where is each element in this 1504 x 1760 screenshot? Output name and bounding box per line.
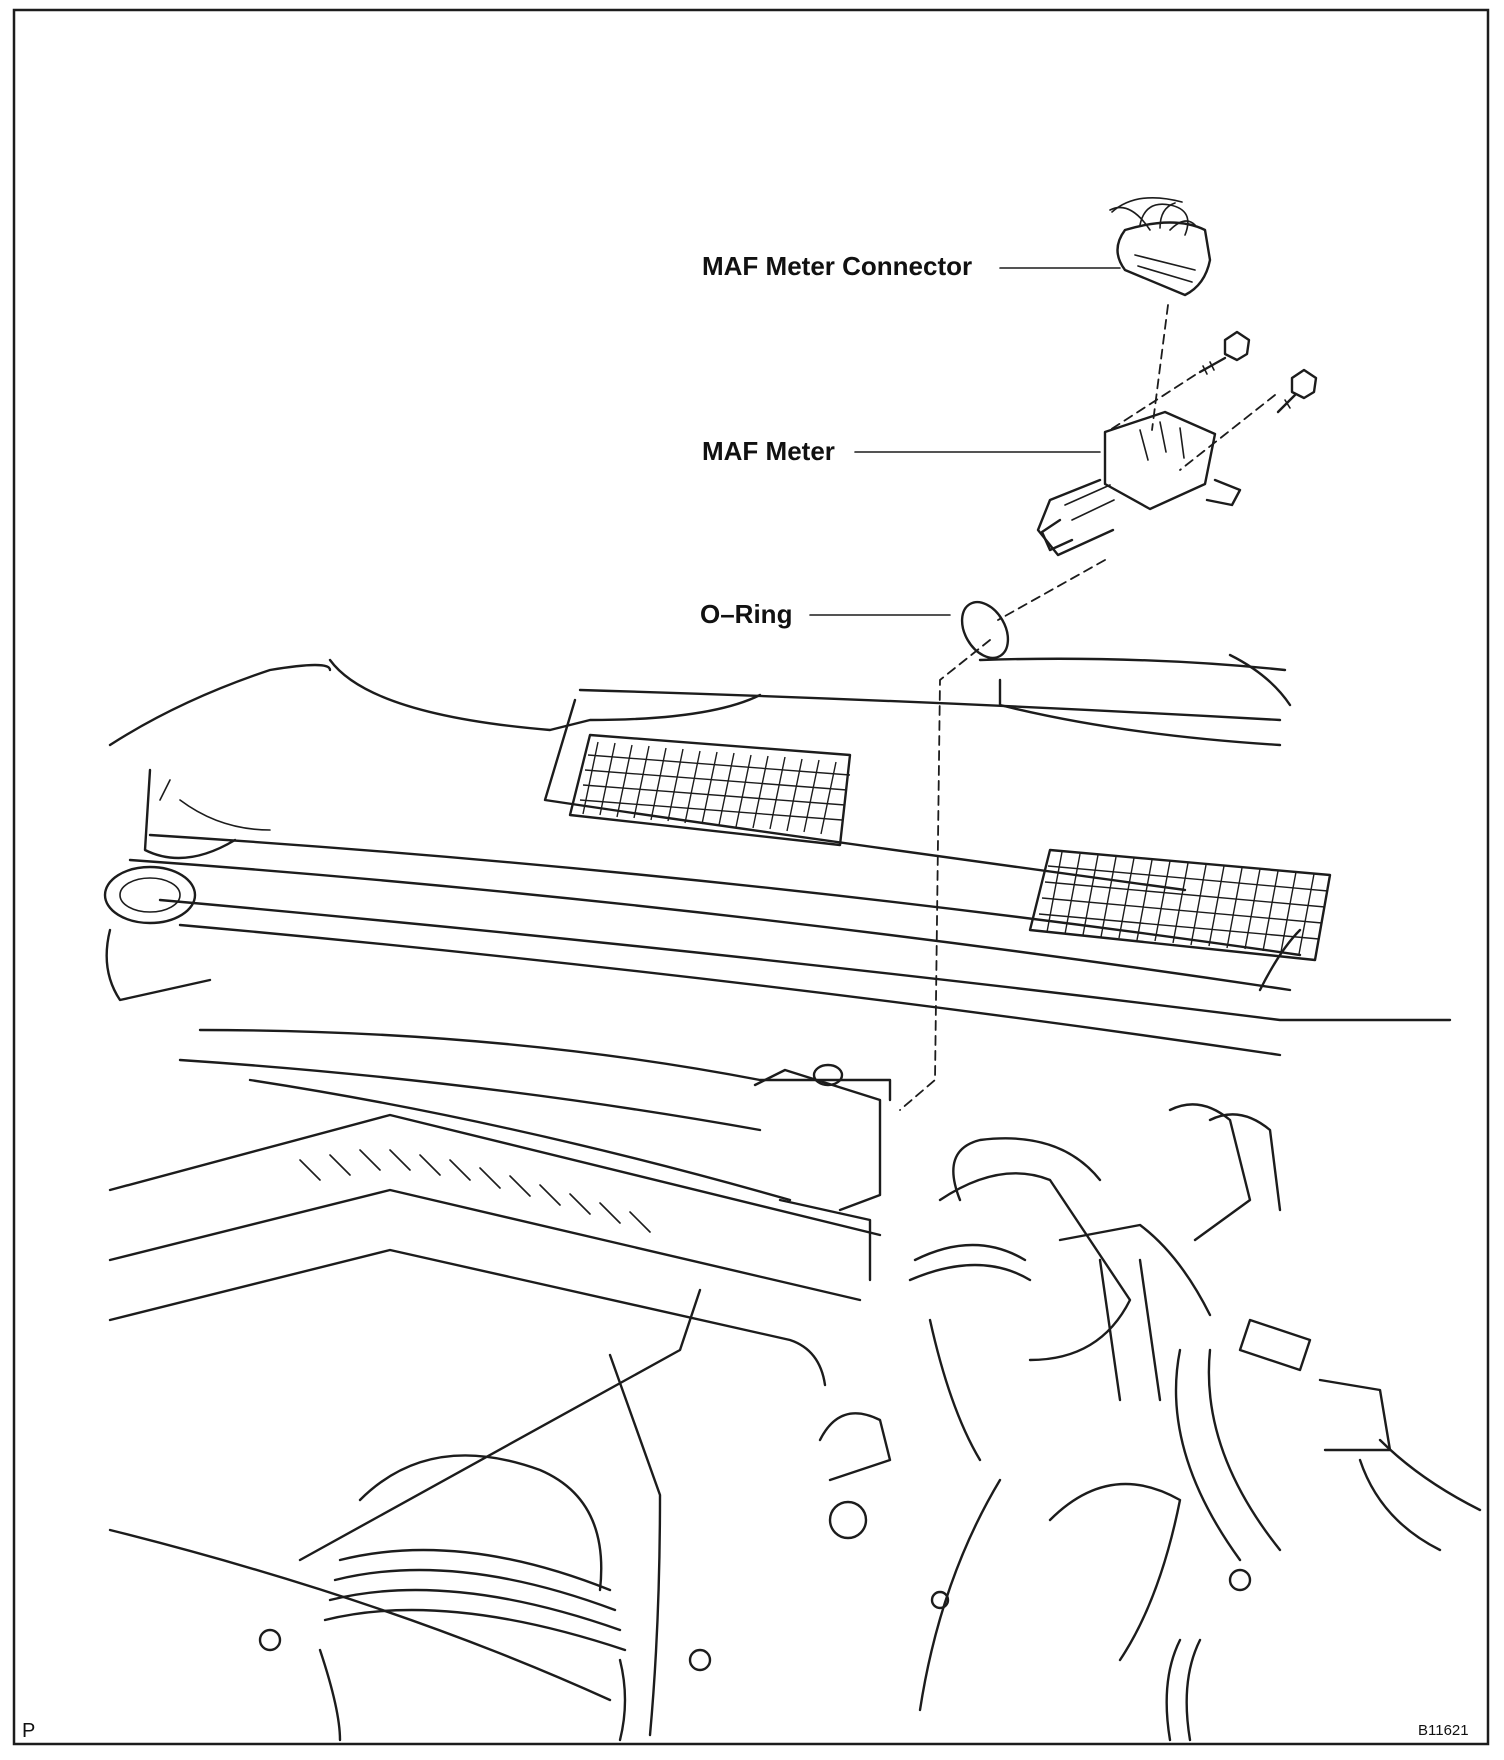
- figure-code: B11621: [1418, 1722, 1469, 1739]
- cowl-vent-right: [1028, 848, 1332, 962]
- cowl-panel: [108, 653, 1452, 1057]
- guide-screw-left: [1109, 374, 1196, 431]
- guide-screw-right: [1179, 394, 1276, 471]
- guide-connector-to-meter: [1151, 304, 1169, 431]
- label-maf-meter-connector: MAF Meter Connector: [702, 251, 973, 281]
- guide-oring-to-housing: [899, 639, 991, 1111]
- maf-meter-connector-drawing: [1109, 196, 1212, 297]
- strut-tower: [103, 865, 212, 1002]
- engine-hoses-right: [1058, 1103, 1482, 1742]
- footer-left-code: P: [22, 1720, 36, 1742]
- air-hose: [908, 1137, 1132, 1462]
- screw-right-drawing: [1276, 368, 1318, 414]
- strut-brace: [178, 1028, 892, 1282]
- lower-chassis: [258, 1412, 1182, 1712]
- maf-meter-drawing: [1036, 410, 1242, 557]
- outer-border: [12, 8, 1490, 1746]
- air-intake-duct: [318, 1454, 627, 1742]
- label-o-ring: O–Ring: [700, 599, 793, 629]
- label-maf-meter: MAF Meter: [702, 436, 835, 466]
- cowl-vent-left: [568, 733, 852, 847]
- air-cleaner-case: [108, 1113, 882, 1737]
- o-ring-drawing: [960, 600, 1010, 660]
- screw-left-drawing: [1198, 330, 1251, 375]
- guide-meter-to-oring: [997, 559, 1106, 621]
